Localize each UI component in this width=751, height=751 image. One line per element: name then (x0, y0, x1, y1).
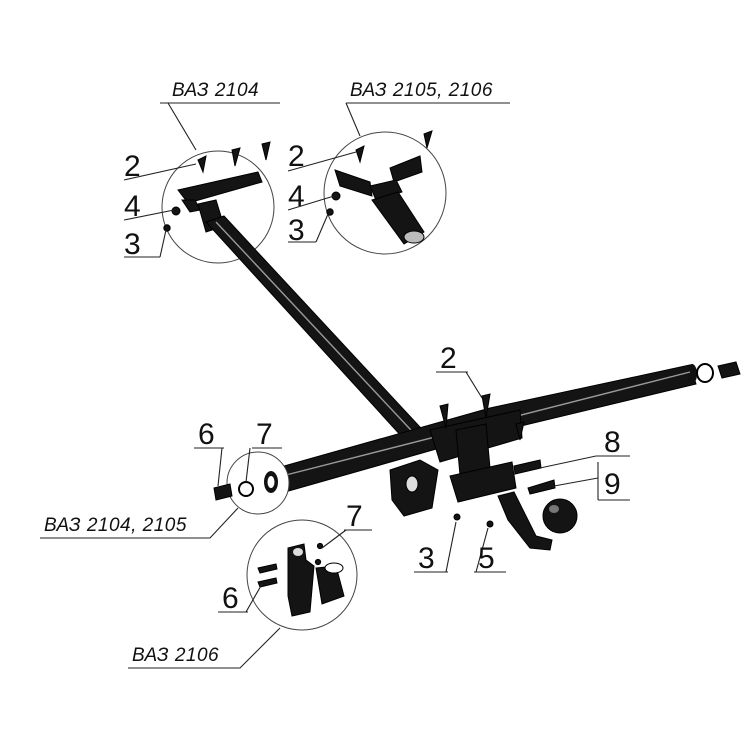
callout-3-b: 3 (288, 214, 305, 247)
callout-8-e: 8 (604, 426, 621, 459)
callout-9-e: 9 (604, 468, 621, 501)
callout-2-a: 2 (124, 150, 141, 183)
callout-2-b: 2 (288, 140, 305, 173)
label-vaz-2104-2105: ВАЗ 2104, 2105 (44, 515, 187, 536)
end-bolt-right (696, 361, 741, 383)
callout-2-c: 2 (440, 342, 457, 375)
detail-vaz-2104-2105 (213, 451, 290, 515)
callout-7-d: 7 (256, 418, 273, 451)
detail-vaz-2106 (246, 519, 358, 631)
callout-7-g: 7 (346, 500, 363, 533)
callout-4-a: 4 (124, 190, 141, 223)
label-vaz-2105-2106: ВАЗ 2105, 2106 (350, 80, 493, 101)
tow-hitch (389, 393, 578, 551)
callout-3-f: 3 (418, 542, 435, 575)
label-vaz-2104: ВАЗ 2104 (172, 80, 259, 101)
callout-6-d: 6 (198, 418, 215, 451)
callout-6-g: 6 (222, 582, 239, 615)
callout-3-a: 3 (124, 228, 141, 261)
callout-5-f: 5 (478, 542, 495, 575)
detail-vaz-2104 (161, 141, 275, 264)
label-vaz-2106: ВАЗ 2106 (132, 645, 219, 666)
callout-4-b: 4 (288, 180, 305, 213)
leader-lines (40, 102, 630, 669)
detail-vaz-2105-2106 (323, 130, 447, 255)
